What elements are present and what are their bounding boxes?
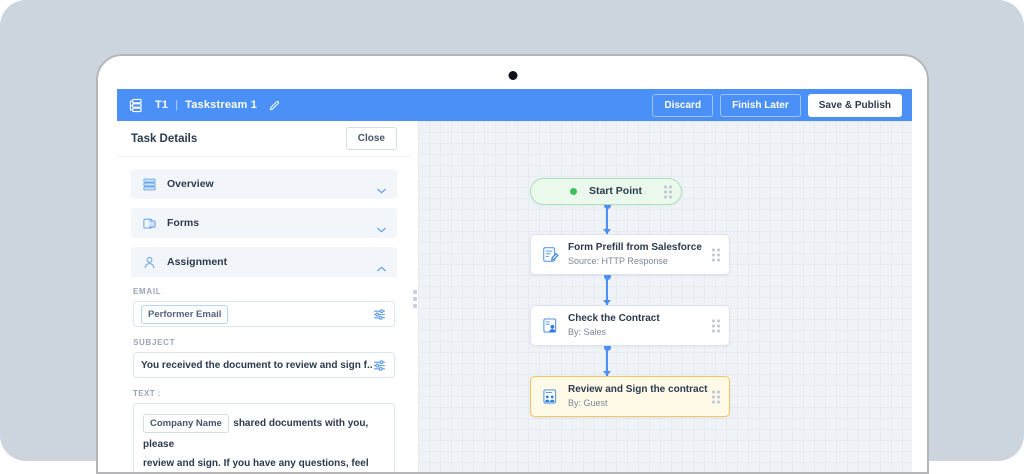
- chevron-down-icon[interactable]: [377, 181, 386, 194]
- breadcrumb-separator: |: [175, 99, 179, 111]
- drag-grip-icon[interactable]: [712, 319, 720, 332]
- workspace-split: Task Details Close Overview: [117, 121, 912, 472]
- connector-arrow-icon: [603, 300, 611, 305]
- tablet-device-frame: T1 | Taskstream 1 Discard Finish Later S…: [96, 54, 929, 474]
- performer-email-chip[interactable]: Performer Email: [141, 304, 229, 324]
- accordion-overview-label: Overview: [167, 178, 214, 190]
- drag-handle-icon[interactable]: [412, 289, 417, 308]
- connector-check-to-review: [603, 344, 611, 376]
- panel-content: Overview: [117, 157, 411, 472]
- accordion-overview[interactable]: Overview: [131, 169, 397, 199]
- text-body-line-1: shared documents with you, please: [143, 418, 369, 450]
- workflow-canvas[interactable]: Start Point Form Prefill from Salesforce: [418, 121, 912, 472]
- drag-grip-icon[interactable]: [712, 390, 720, 403]
- node-form-prefill[interactable]: Form Prefill from Salesforce Source: HTT…: [530, 234, 730, 275]
- company-name-chip[interactable]: Company Name: [143, 414, 229, 433]
- accordion-assignment[interactable]: Assignment: [131, 247, 397, 277]
- subject-field[interactable]: You received the document to review and …: [133, 352, 395, 378]
- breadcrumb-current[interactable]: Taskstream 1: [185, 99, 258, 111]
- drag-grip-icon[interactable]: [712, 248, 720, 261]
- node-review-sign-title: Review and Sign the contract: [568, 384, 708, 395]
- accordion-forms[interactable]: Forms: [131, 208, 397, 238]
- panel-splitter[interactable]: [411, 121, 418, 472]
- email-field[interactable]: Performer Email: [133, 301, 395, 327]
- close-button[interactable]: Close: [345, 127, 397, 150]
- node-check-contract-text: Check the Contract By: Sales: [568, 312, 660, 339]
- sliders-icon[interactable]: [373, 308, 386, 321]
- assignment-section-body: EMAIL Performer Email: [131, 277, 397, 472]
- node-form-prefill-subtitle: Source: HTTP Response: [568, 256, 668, 266]
- connector-dot-icon: [603, 202, 611, 209]
- breadcrumb-root[interactable]: T1: [155, 99, 169, 111]
- connector-prefill-to-check: [603, 273, 611, 305]
- text-body-line-2: review and sign. If you have any questio…: [143, 458, 369, 469]
- document-people-icon: [542, 388, 559, 405]
- node-check-contract[interactable]: Check the Contract By: Sales: [530, 305, 730, 346]
- accordion-forms-label: Forms: [167, 217, 200, 229]
- app-header-bar: T1 | Taskstream 1 Discard Finish Later S…: [117, 89, 912, 121]
- form-edit-icon: [542, 246, 559, 263]
- node-check-contract-title: Check the Contract: [568, 313, 660, 324]
- finish-later-button[interactable]: Finish Later: [720, 93, 801, 117]
- node-review-sign[interactable]: Review and Sign the contract By: Guest: [530, 376, 730, 417]
- person-icon: [142, 255, 157, 270]
- subject-value: You received the document to review and …: [141, 359, 373, 371]
- header-actions: Discard Finish Later Save & Publish: [652, 93, 902, 117]
- email-field-label: EMAIL: [133, 287, 162, 296]
- text-body-field[interactable]: Company Name shared documents with you, …: [133, 403, 395, 472]
- discard-button[interactable]: Discard: [652, 93, 714, 117]
- node-start-point-title: Start Point: [588, 185, 643, 197]
- save-publish-button[interactable]: Save & Publish: [807, 93, 902, 117]
- node-form-prefill-title: Form Prefill from Salesforce: [568, 242, 702, 253]
- node-review-sign-text: Review and Sign the contract By: Guest: [568, 383, 707, 410]
- text-field-label: TEXT :: [133, 389, 161, 398]
- pencil-icon[interactable]: [268, 99, 281, 112]
- chevron-up-icon[interactable]: [377, 259, 386, 272]
- forms-copy-icon: [142, 216, 157, 231]
- connector-start-to-prefill: [603, 202, 611, 234]
- app-screen: T1 | Taskstream 1 Discard Finish Later S…: [117, 89, 912, 472]
- page-title: Task Details: [131, 132, 198, 145]
- panel-header: Task Details Close: [117, 121, 411, 157]
- camera-dot-icon: [508, 71, 517, 80]
- node-review-sign-subtitle: By: Guest: [568, 398, 608, 408]
- node-start-point[interactable]: Start Point: [530, 178, 682, 205]
- taskstream-icon: [128, 98, 143, 113]
- green-dot-icon: [569, 188, 577, 195]
- connector-dot-icon: [603, 344, 611, 351]
- list-stack-icon: [142, 177, 157, 192]
- subject-field-label: SUBJECT: [133, 338, 176, 347]
- task-details-panel: Task Details Close Overview: [117, 121, 411, 472]
- drag-grip-icon[interactable]: [664, 185, 672, 198]
- chevron-down-icon[interactable]: [377, 220, 386, 233]
- connector-dot-icon: [603, 273, 611, 280]
- document-person-icon: [542, 317, 559, 334]
- connector-arrow-icon: [603, 371, 611, 376]
- node-check-contract-subtitle: By: Sales: [568, 327, 607, 337]
- connector-arrow-icon: [603, 229, 611, 234]
- accordion-assignment-label: Assignment: [167, 256, 228, 268]
- node-form-prefill-text: Form Prefill from Salesforce Source: HTT…: [568, 241, 702, 268]
- sliders-icon[interactable]: [373, 359, 386, 372]
